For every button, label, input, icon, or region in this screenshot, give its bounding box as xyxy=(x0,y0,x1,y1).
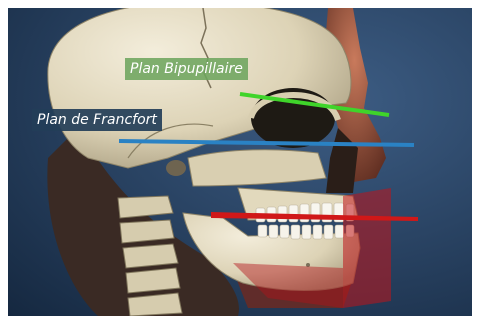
lower-teeth xyxy=(258,225,354,239)
ear-canal xyxy=(166,160,186,176)
skull-illustration xyxy=(8,8,472,316)
label-plan-bipupillaire: Plan Bipupillaire xyxy=(125,58,248,80)
zygomatic xyxy=(188,150,326,186)
occlusal-plane-rect xyxy=(343,188,391,308)
label-plan-de-francfort: Plan de Francfort xyxy=(32,109,162,131)
cervical-spine xyxy=(118,196,182,316)
skull-scene: Plan Bipupillaire Plan de Francfort xyxy=(8,8,472,316)
